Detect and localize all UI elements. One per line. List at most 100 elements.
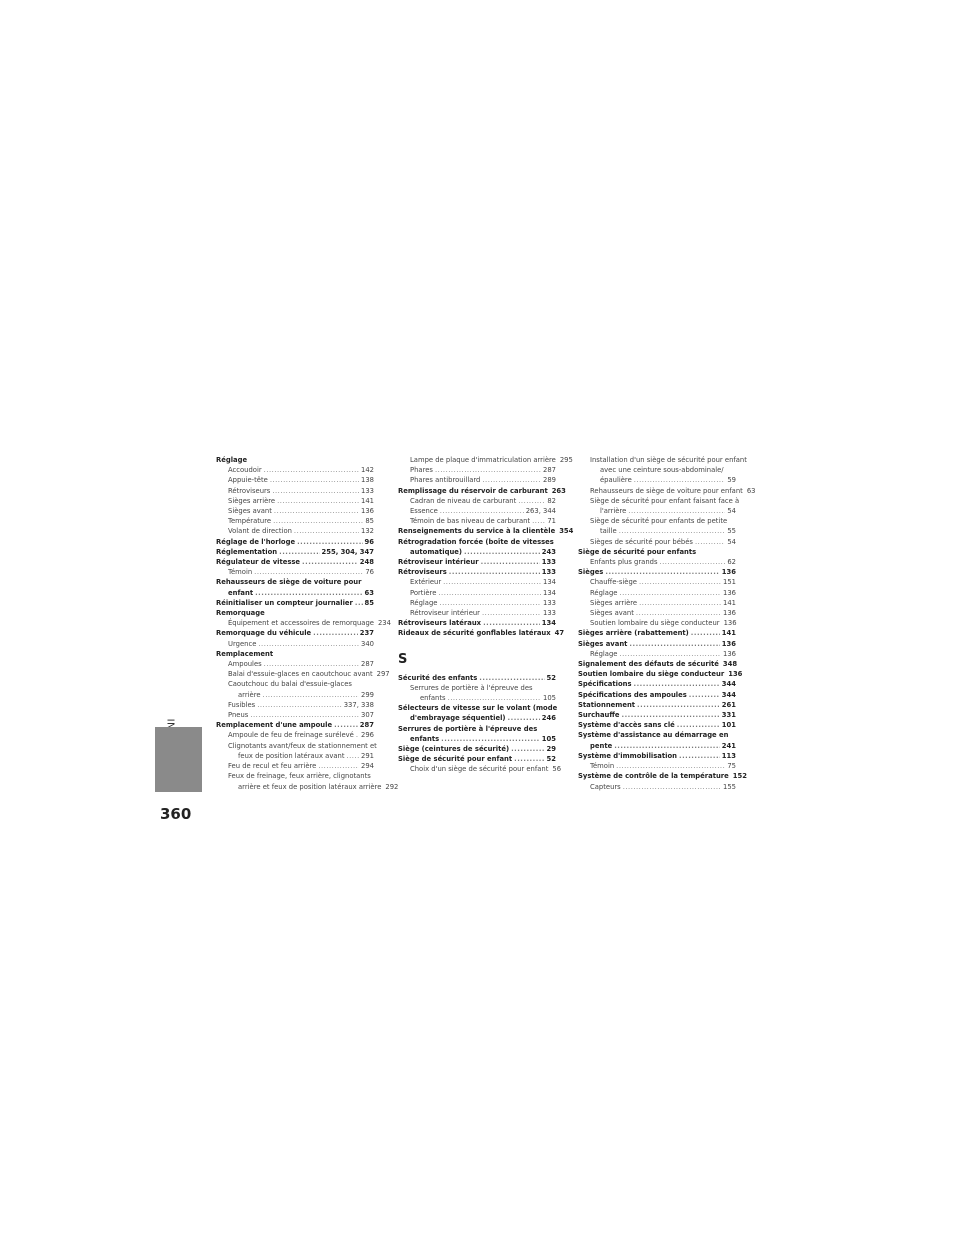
- page-reference[interactable]: 136: [723, 619, 737, 628]
- page-reference[interactable]: 133: [541, 558, 556, 567]
- page-reference[interactable]: 96: [364, 537, 374, 546]
- index-subentry: Ampoule de feu de freinage surélevé 296: [216, 730, 374, 740]
- page-reference[interactable]: 291: [361, 751, 374, 760]
- index-entry: Système d'immobilisation113: [578, 751, 736, 761]
- dot-leader: [263, 690, 359, 700]
- page-reference[interactable]: 105: [543, 694, 556, 703]
- page-reference[interactable]: 101: [721, 721, 736, 730]
- page-reference[interactable]: 292: [385, 782, 399, 791]
- page-reference[interactable]: 133: [541, 568, 556, 577]
- page-reference[interactable]: 52: [546, 755, 556, 764]
- page-reference[interactable]: 138: [361, 476, 374, 485]
- entry-text: Ampoule de feu de freinage surélevé: [228, 731, 354, 740]
- page-reference[interactable]: 344: [721, 690, 736, 699]
- page-reference[interactable]: 136: [728, 670, 743, 679]
- page-reference[interactable]: 263, 344: [525, 507, 556, 516]
- page-reference[interactable]: 136: [723, 649, 736, 658]
- entry-text: Remplacement: [216, 649, 274, 658]
- page-reference[interactable]: 141: [721, 629, 736, 638]
- page-reference[interactable]: 134: [541, 619, 556, 628]
- index-subentry: Ampoules287: [216, 659, 374, 669]
- page-reference[interactable]: 133: [361, 486, 374, 495]
- dot-leader: [695, 537, 725, 547]
- page-reference[interactable]: 263: [551, 486, 566, 495]
- page-reference[interactable]: 52: [546, 673, 556, 682]
- page-reference[interactable]: 141: [723, 598, 736, 607]
- page-reference[interactable]: 246: [541, 714, 556, 723]
- index-subentry: Témoin75: [578, 761, 736, 771]
- dot-leader: [483, 618, 540, 628]
- page-reference[interactable]: 243: [541, 547, 556, 556]
- page-reference[interactable]: 82: [547, 496, 556, 505]
- page-reference[interactable]: 296: [361, 731, 374, 740]
- page-reference[interactable]: 307: [361, 711, 374, 720]
- dot-leader: [302, 557, 358, 567]
- page-reference[interactable]: 287: [359, 721, 374, 730]
- page-reference[interactable]: 142: [361, 466, 374, 475]
- page-reference[interactable]: 29: [546, 745, 556, 754]
- page-reference[interactable]: 62: [727, 558, 736, 567]
- page-reference[interactable]: 134: [543, 588, 556, 597]
- page-reference[interactable]: 136: [721, 639, 736, 648]
- page-reference[interactable]: 105: [541, 734, 556, 743]
- page-reference[interactable]: 59: [727, 476, 736, 485]
- page-reference[interactable]: 136: [723, 609, 736, 618]
- page-reference[interactable]: 54: [727, 537, 736, 546]
- index-subentry: Réglage136: [578, 588, 736, 598]
- page-reference[interactable]: 299: [361, 690, 374, 699]
- index-entry: Siège de sécurité pour enfants: [578, 547, 736, 557]
- page-reference[interactable]: 241: [721, 741, 736, 750]
- page-reference[interactable]: 331: [721, 711, 736, 720]
- page-reference[interactable]: 354: [559, 527, 574, 536]
- page-reference[interactable]: 287: [361, 660, 374, 669]
- entry-text: Réglage de l'horloge: [216, 537, 296, 546]
- page-reference[interactable]: 287: [543, 466, 556, 475]
- page-reference[interactable]: 348: [722, 660, 738, 669]
- page-reference[interactable]: 337, 338: [343, 700, 374, 709]
- entry-text: Stationnement: [578, 700, 636, 709]
- page-reference[interactable]: 56: [552, 765, 562, 774]
- page-reference[interactable]: 261: [721, 700, 736, 709]
- page-reference[interactable]: 134: [543, 578, 556, 587]
- page-reference[interactable]: 55: [727, 527, 736, 536]
- page-reference[interactable]: 344: [721, 680, 736, 689]
- page-reference[interactable]: 133: [543, 598, 556, 607]
- page-reference[interactable]: 295: [559, 456, 573, 464]
- page-reference[interactable]: 132: [361, 527, 374, 536]
- page-reference[interactable]: 255, 304, 347: [321, 547, 374, 556]
- entry-text: Spécifications: [578, 680, 632, 689]
- page-reference[interactable]: 63: [364, 588, 374, 597]
- page-reference[interactable]: 234: [377, 619, 391, 628]
- page-reference[interactable]: 47: [554, 629, 565, 638]
- page-reference[interactable]: 141: [361, 496, 374, 505]
- page-reference[interactable]: 133: [543, 609, 556, 618]
- page-reference[interactable]: 294: [361, 762, 374, 771]
- page-reference[interactable]: 340: [361, 639, 374, 648]
- dot-leader: [273, 516, 363, 526]
- page-reference[interactable]: 248: [359, 558, 374, 567]
- dot-leader: [629, 639, 719, 649]
- page-reference[interactable]: 136: [361, 507, 374, 516]
- index-subentry: Réglage133: [398, 598, 556, 608]
- page-reference[interactable]: 151: [723, 578, 736, 587]
- page-reference[interactable]: 63: [746, 486, 756, 495]
- page-reference[interactable]: 85: [365, 517, 374, 526]
- index-subentry: Choix d'un siège de sécurité pour enfant…: [398, 764, 561, 774]
- entry-text: Volant de direction: [228, 527, 292, 536]
- page-reference[interactable]: 289: [543, 476, 556, 485]
- page-reference[interactable]: 85: [364, 598, 374, 607]
- page-reference[interactable]: 71: [547, 517, 556, 526]
- page-reference[interactable]: 113: [721, 751, 736, 760]
- page-reference[interactable]: 75: [727, 762, 736, 771]
- page-reference[interactable]: 297: [376, 670, 390, 679]
- page-reference[interactable]: 136: [721, 568, 736, 577]
- page-reference[interactable]: 76: [365, 568, 374, 577]
- page-reference[interactable]: 152: [732, 772, 747, 781]
- entry-text: Rétroviseurs latéraux: [398, 619, 482, 628]
- page-reference[interactable]: 155: [723, 782, 736, 791]
- page-reference[interactable]: 136: [723, 588, 736, 597]
- page-reference[interactable]: 237: [359, 629, 374, 638]
- page-reference[interactable]: 54: [727, 507, 736, 516]
- letter-heading: S: [398, 651, 408, 667]
